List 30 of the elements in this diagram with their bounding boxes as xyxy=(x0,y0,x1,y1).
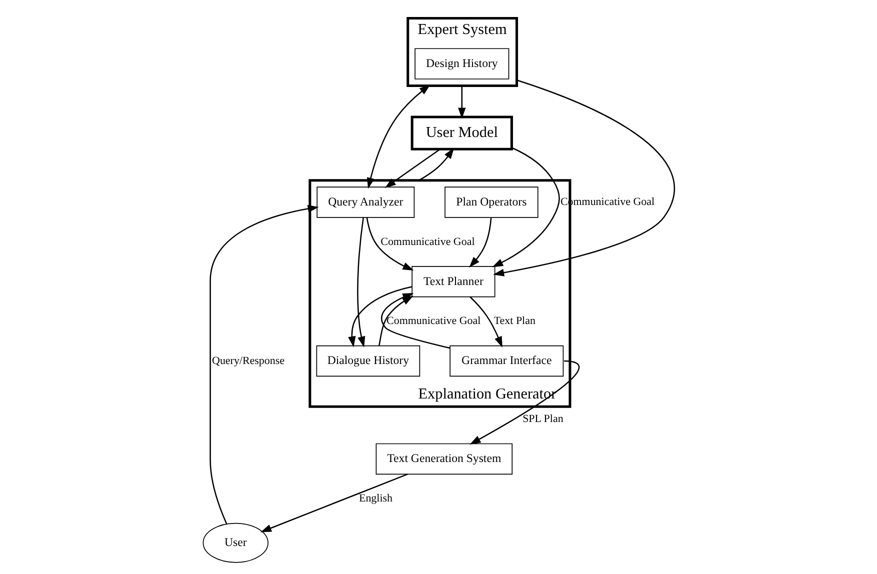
node-box: Design History xyxy=(414,48,509,80)
arrow xyxy=(418,148,454,181)
node-ellipse: User xyxy=(202,522,268,563)
arrow xyxy=(458,86,466,119)
arrow xyxy=(468,218,492,268)
arrow xyxy=(366,217,414,271)
arrow xyxy=(260,474,408,532)
node-box: Query Analyzer xyxy=(316,186,414,218)
node-box: Text Generation System xyxy=(375,443,512,475)
edge-label: Query/Response xyxy=(212,354,284,367)
node-box: Plan Operators xyxy=(444,186,538,218)
edge-label: English xyxy=(358,492,392,505)
arrow xyxy=(378,296,413,346)
arrow xyxy=(469,360,579,444)
arrow xyxy=(348,286,412,348)
arrow xyxy=(469,296,502,348)
edge-label: Text Plan xyxy=(493,315,535,328)
arrow xyxy=(356,218,365,348)
node-box: Text Planner xyxy=(411,266,495,298)
arrow xyxy=(209,204,318,524)
arrow xyxy=(384,148,440,188)
edge-label: Communicative Goal xyxy=(380,236,474,248)
arrow xyxy=(366,84,430,189)
edge-label: SPL Plan xyxy=(522,413,563,426)
arrow xyxy=(492,80,674,276)
node-box: Grammar Interface xyxy=(449,345,564,377)
node-box: User Model xyxy=(410,116,512,150)
arrow xyxy=(492,147,560,268)
edge-label: Communicative Goal xyxy=(386,315,480,328)
node-box: Dialogue History xyxy=(316,345,420,377)
